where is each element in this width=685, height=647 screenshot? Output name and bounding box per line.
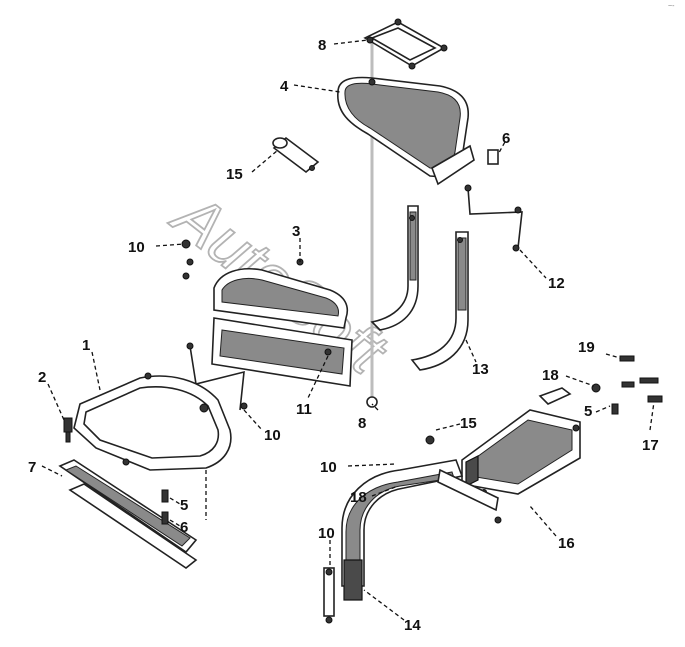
callout-1: 1 [82, 337, 90, 354]
callout-7: 7 [28, 459, 36, 476]
part-1-lower-shield [73, 372, 232, 471]
part-8-washer-lower [366, 396, 378, 408]
callout-15-upper: 15 [226, 166, 243, 183]
callout-5-right: 5 [584, 403, 592, 420]
part-13-bent-pipes [370, 205, 469, 371]
callout-16: 16 [558, 535, 575, 552]
leader-lines [41, 39, 655, 621]
callout-6-upper: 6 [502, 130, 510, 147]
callout-6-lower: 6 [180, 519, 188, 536]
part-10-strap-center [186, 342, 248, 411]
callout-18-lower: 18 [350, 489, 367, 506]
callout-3: 3 [292, 223, 300, 240]
part-2-bolt [63, 417, 73, 443]
part-17-19-hardware [591, 355, 663, 415]
callout-labels: 8 4 6 15 3 10 12 1 2 13 11 10 19 18 8 15… [28, 37, 659, 634]
callout-4: 4 [280, 78, 289, 95]
part-10-clamp-lower [323, 567, 335, 624]
part-16-frame-bracket [461, 387, 581, 495]
part-15-pipe-stub-upper [272, 136, 320, 174]
callout-5-lower: 5 [180, 497, 188, 514]
part-12-bracket [464, 184, 523, 252]
callout-18-right: 18 [542, 367, 559, 384]
callout-19: 19 [578, 339, 595, 356]
part-3-heat-shield [213, 258, 349, 329]
callout-2: 2 [38, 369, 46, 386]
callout-17: 17 [642, 437, 659, 454]
part-10-clip-upper-left [181, 239, 194, 280]
part-5-6-fasteners-lower [161, 470, 207, 525]
part-8-top-bracket [363, 18, 448, 70]
part-14-bent-pipe [341, 435, 502, 601]
corner-mark: ~- [668, 3, 675, 10]
part-6-bolt-upper [487, 139, 507, 165]
callout-8-top: 8 [318, 37, 326, 54]
part-7-lower-strip [58, 459, 198, 569]
callout-13: 13 [472, 361, 489, 378]
callout-10-center: 10 [264, 427, 281, 444]
callout-8-lower: 8 [358, 415, 366, 432]
callout-15-lower: 15 [460, 415, 477, 432]
part-4-muffler [337, 76, 475, 186]
callout-10-upper-left: 10 [128, 239, 145, 256]
callout-14: 14 [404, 617, 421, 634]
callout-10-lower-center: 10 [320, 459, 337, 476]
callout-10-bottom: 10 [318, 525, 335, 542]
part-11-long-bracket [211, 317, 353, 387]
callout-11: 11 [296, 401, 312, 418]
callout-12: 12 [548, 275, 565, 292]
